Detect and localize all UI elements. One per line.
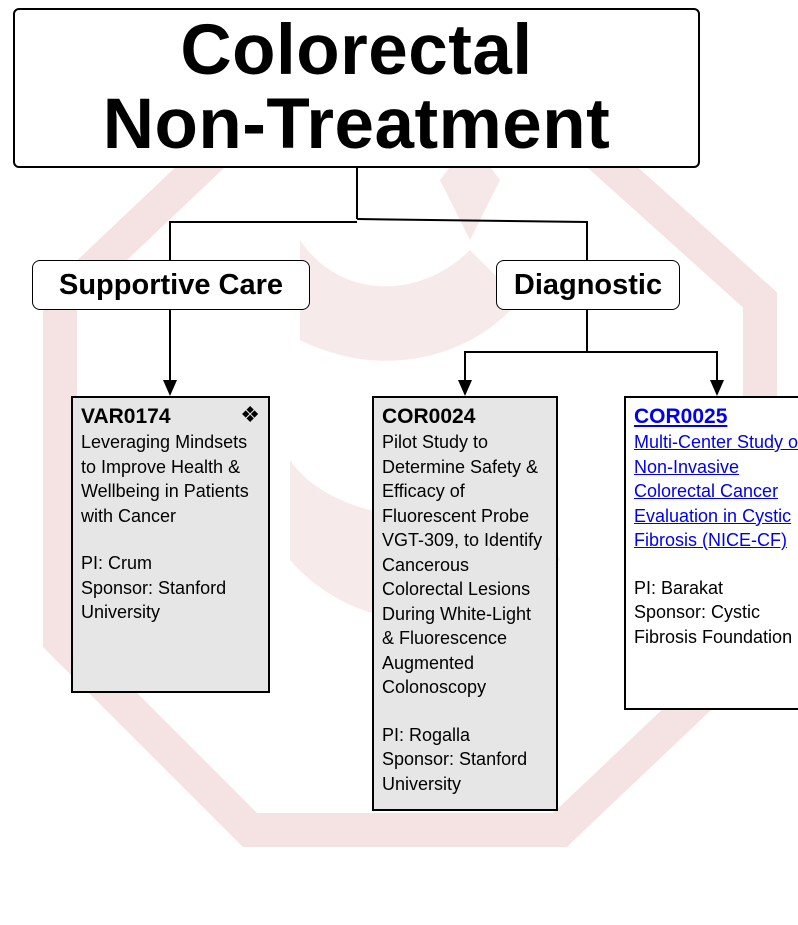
trial-sponsor: Sponsor: Stanford University (382, 749, 528, 794)
trial-card-cor0025: COR0025 Multi-Center Study of Non-Invasi… (624, 396, 798, 710)
title-box: Colorectal Non-Treatment (13, 8, 700, 168)
trial-title-link[interactable]: Multi-Center Study of Non-Invasive Color… (634, 432, 798, 550)
four-diamond-icon: ❖ (240, 402, 260, 427)
trial-card-var0174: ❖ VAR0174 Leveraging Mindsets to Improve… (71, 396, 270, 693)
trial-sponsor: Sponsor: Stanford University (81, 577, 227, 623)
trial-id: VAR0174 (81, 405, 171, 428)
trial-title: Pilot Study to Determine Safety & Effica… (382, 432, 543, 697)
trial-id: COR0024 (382, 405, 476, 428)
category-diagnostic: Diagnostic (496, 260, 680, 310)
trial-title: Leveraging Mindsets to Improve Health & … (81, 432, 249, 526)
category-supportive-care: Supportive Care (32, 260, 310, 310)
trial-sponsor: Sponsor: Cystic Fibrosis Foundation (634, 602, 793, 647)
trial-pi: PI: Barakat (634, 577, 724, 598)
page-title: Colorectal Non-Treatment (102, 11, 611, 164)
trial-id-link[interactable]: COR0025 (634, 405, 728, 428)
trial-pi: PI: Rogalla (382, 724, 471, 745)
trial-card-cor0024: COR0024 Pilot Study to Determine Safety … (372, 396, 558, 811)
trial-pi: PI: Crum (81, 553, 153, 573)
